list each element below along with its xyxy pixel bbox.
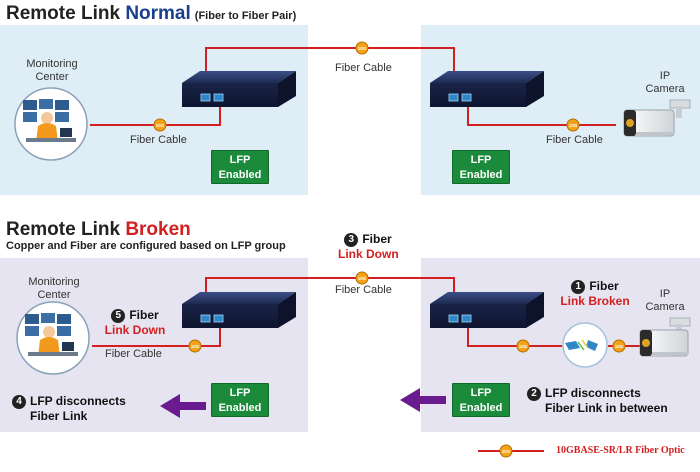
step1-title: Fiber bbox=[589, 279, 619, 293]
switch-bottom-right-icon bbox=[430, 292, 544, 328]
step1-number: 1 bbox=[571, 279, 586, 294]
step3-title: Fiber bbox=[362, 232, 392, 246]
svg-text:10G: 10G bbox=[191, 344, 200, 349]
monitoring-center-top-icon bbox=[14, 87, 88, 161]
ip-camera-top-icon bbox=[623, 99, 691, 137]
svg-text:10G: 10G bbox=[358, 276, 367, 281]
top-ip-camera-label: IP Camera bbox=[645, 70, 685, 95]
step4-number: 4 bbox=[12, 394, 26, 409]
bottom-monitoring-center-label: Monitoring Center bbox=[28, 276, 80, 301]
switch-top-right-icon bbox=[430, 71, 544, 107]
bottom-fiber-cable-left-label: Fiber Cable bbox=[105, 348, 162, 360]
step3-number: 3 bbox=[344, 232, 359, 247]
fiber-badges: 10G 10G 10G 10G 10G 10G 10G bbox=[153, 41, 626, 353]
top-fiber-cable-right-label: Fiber Cable bbox=[546, 134, 603, 146]
svg-text:10G: 10G bbox=[358, 46, 367, 51]
step5-title: Fiber bbox=[129, 308, 159, 322]
step2-line2: Fiber Link in between bbox=[545, 401, 668, 415]
top-fiber-cable-left-label: Fiber Cable bbox=[130, 134, 187, 146]
fiber-badge-icon: 10G bbox=[612, 339, 626, 353]
step2-callout: 2 LFP disconnects Fiber Link in between bbox=[527, 386, 668, 416]
bottom-title: Remote Link Broken bbox=[6, 219, 191, 241]
switch-bottom-left-icon bbox=[182, 292, 296, 328]
switch-top-left-icon bbox=[182, 71, 296, 107]
bottom-ip-camera-label: IP Camera bbox=[645, 288, 685, 313]
broken-fiber-icon bbox=[562, 322, 608, 368]
step4-line2: Fiber Link bbox=[30, 409, 88, 423]
arrow-right-panel-icon bbox=[400, 388, 446, 412]
step2-line1: LFP disconnects bbox=[545, 386, 641, 400]
top-title-prefix: Remote Link bbox=[6, 3, 126, 24]
top-title-accent: Normal bbox=[125, 3, 191, 24]
top-fiber-cable-mid-label: Fiber Cable bbox=[335, 62, 392, 74]
fiber-badge-icon: 10G bbox=[355, 41, 369, 55]
step2-number: 2 bbox=[527, 386, 541, 401]
top-title-note: (Fiber to Fiber Pair) bbox=[194, 10, 297, 22]
fiber-badge-icon: 10G bbox=[516, 339, 530, 353]
bottom-lfp-right-badge: LFP Enabled bbox=[452, 383, 510, 417]
svg-text:10G: 10G bbox=[569, 123, 578, 128]
monitoring-center-bottom-icon bbox=[16, 301, 90, 375]
fiber-badge-icon: 10G bbox=[566, 118, 580, 132]
bottom-title-accent: Broken bbox=[125, 219, 191, 240]
step5-number: 5 bbox=[111, 308, 126, 323]
fiber-badge-icon: 10G bbox=[355, 271, 369, 285]
top-monitoring-center-label: Monitoring Center bbox=[26, 58, 78, 83]
legend-label: 10GBASE-SR/LR Fiber Optic bbox=[556, 445, 685, 456]
svg-text:10G: 10G bbox=[615, 344, 624, 349]
top-lfp-left-badge: LFP Enabled bbox=[211, 150, 269, 184]
bottom-fiber-cable-mid-label: Fiber Cable bbox=[335, 284, 392, 296]
step5-status: Link Down bbox=[104, 323, 166, 337]
step4-callout: 4 LFP disconnects Fiber Link bbox=[12, 394, 126, 424]
top-title: Remote Link Normal(Fiber to Fiber Pair) bbox=[6, 3, 296, 25]
bottom-title-prefix: Remote Link bbox=[6, 219, 126, 240]
fiber-badge-icon: 10G bbox=[188, 339, 202, 353]
ip-camera-bottom-icon bbox=[639, 317, 691, 357]
top-lfp-right-badge: LFP Enabled bbox=[452, 150, 510, 184]
step3-status: Link Down bbox=[338, 247, 399, 261]
bottom-subtitle: Copper and Fiber are configured based on… bbox=[6, 240, 286, 252]
svg-text:10G: 10G bbox=[156, 123, 165, 128]
step4-line1: LFP disconnects bbox=[30, 394, 126, 408]
legend-line-icon: 10G bbox=[478, 444, 544, 458]
fiber-badge-icon: 10G bbox=[153, 118, 167, 132]
svg-text:10G: 10G bbox=[502, 449, 511, 454]
svg-text:10G: 10G bbox=[519, 344, 528, 349]
arrow-left-icon bbox=[160, 394, 206, 418]
bottom-lfp-left-badge: LFP Enabled bbox=[211, 383, 269, 417]
step1-status: Link Broken bbox=[560, 294, 630, 308]
